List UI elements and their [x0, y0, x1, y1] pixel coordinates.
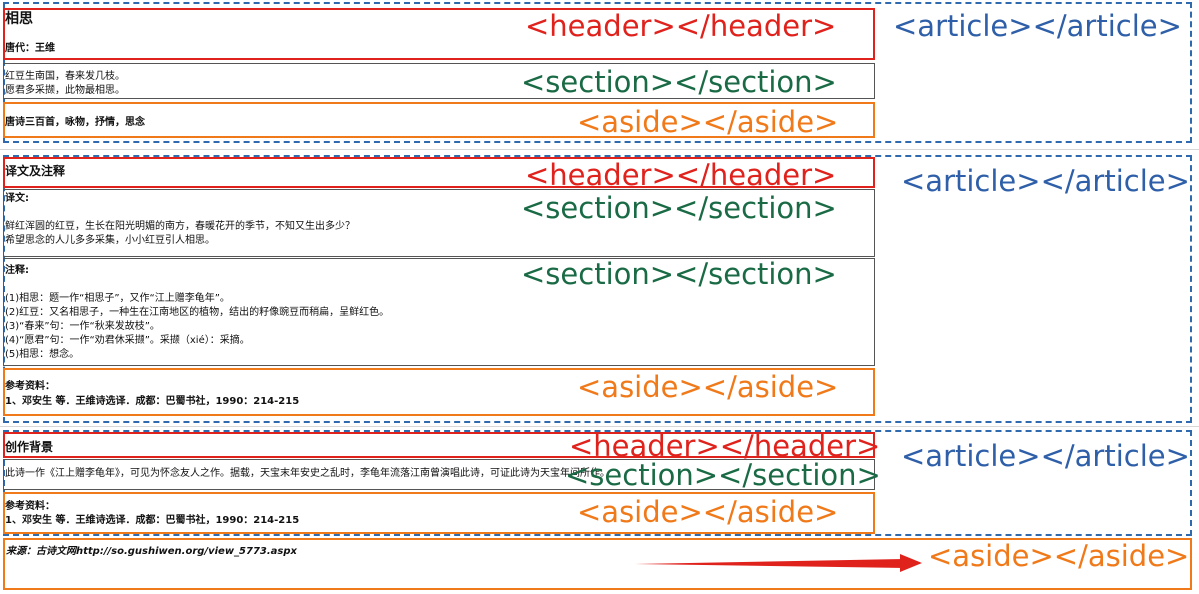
article-box-1 — [3, 2, 1192, 143]
aside-box-1 — [3, 102, 875, 138]
arrow-head — [900, 554, 922, 572]
aside-box-3 — [3, 492, 875, 534]
aside-box-footer — [3, 538, 1192, 590]
aside-tag-label: <aside></aside> — [928, 539, 1190, 573]
reference-heading: 参考资料： — [5, 501, 55, 512]
note-line: (1)相思：题一作“相思子”，又作“江上赠李龟年”。 — [5, 293, 230, 304]
aside-tag-label: <aside></aside> — [577, 370, 839, 404]
section-title: 译文及注释 — [5, 164, 66, 178]
translation-heading: 译文: — [5, 193, 29, 204]
aside-tag-label: <aside></aside> — [577, 495, 839, 529]
poem-tags: 唐诗三百首，咏物，抒情，思念 — [5, 117, 145, 128]
poem-line: 红豆生南国，春来发几枝。 — [5, 71, 125, 82]
section-tag-label: <section></section> — [565, 458, 881, 492]
poem-author: 唐代：王维 — [5, 43, 55, 54]
section-box-3 — [3, 459, 875, 490]
header-tag-label: <header></header> — [525, 158, 837, 192]
header-tag-label: <header></header> — [525, 9, 837, 43]
article-tag-label: <article></article> — [901, 164, 1190, 198]
note-line: (3)“春来”句：一作“秋来发故枝”。 — [5, 321, 160, 332]
article-tag-label: <article></article> — [901, 439, 1190, 473]
poem-line: 愿君多采撷，此物最相思。 — [5, 85, 125, 96]
section-tag-label: <section></section> — [521, 65, 837, 99]
notes-heading: 注释: — [5, 265, 29, 276]
translation-line: 希望思念的人儿多多采集，小小红豆引人相思。 — [5, 235, 215, 246]
header-box-1 — [3, 8, 875, 60]
background-text: 此诗一作《江上赠李龟年》，可见为怀念友人之作。据载，天宝末年安史之乱时，李龟年流… — [5, 468, 610, 479]
section-tag-label: <section></section> — [521, 191, 837, 225]
group-separator — [0, 426, 1199, 427]
note-line: (4)“愿君”句：一作“劝君休采撷”。采撷（xié）：采摘。 — [5, 335, 250, 346]
article-tag-label: <article></article> — [893, 9, 1182, 43]
aside-box-2 — [3, 368, 875, 416]
header-box-2 — [3, 157, 875, 188]
section-title: 创作背景 — [5, 440, 54, 454]
section-box-1 — [3, 63, 875, 99]
article-box-2 — [3, 155, 1192, 423]
note-line: (2)红豆：又名相思子，一种生在江南地区的植物，结出的籽像豌豆而稍扁，呈鲜红色。 — [5, 307, 390, 318]
source-line: 来源：古诗文网http://so.gushiwen.org/view_5773.… — [6, 546, 297, 557]
header-box-3 — [3, 432, 875, 458]
article-box-3 — [3, 430, 1192, 536]
group-separator — [0, 149, 1199, 150]
translation-line: 鲜红浑圆的红豆，生长在阳光明媚的南方，春暖花开的季节，不知又生出多少？ — [5, 221, 355, 232]
section-tag-label: <section></section> — [521, 257, 837, 291]
header-tag-label: <header></header> — [569, 429, 881, 463]
poem-title: 相思 — [5, 11, 33, 27]
reference-line: 1、邓安生 等．王维诗选译．成都：巴蜀书社，1990：214-215 — [5, 515, 300, 526]
note-line: (5)相思：想念。 — [5, 349, 80, 360]
section-box-2a — [3, 189, 875, 257]
section-box-2b — [3, 258, 875, 366]
reference-heading: 参考资料： — [5, 381, 55, 392]
reference-line: 1、邓安生 等．王维诗选译．成都：巴蜀书社，1990：214-215 — [5, 396, 300, 407]
aside-tag-label: <aside></aside> — [577, 105, 839, 139]
arrow-shaft — [633, 559, 905, 568]
